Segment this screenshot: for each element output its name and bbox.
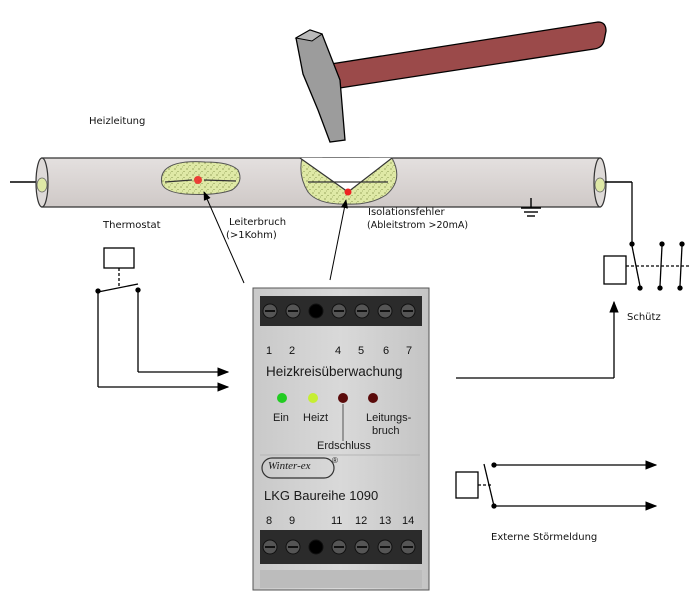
led-label-line-break-2: bruch [372, 425, 400, 437]
terminal-13: 13 [379, 515, 392, 527]
monitoring-device [252, 287, 430, 591]
contactor-label: Schütz [627, 312, 661, 323]
thermostat-symbol [95, 247, 230, 392]
ground-icon [521, 198, 541, 217]
insulation-fault-label: Isolationsfehler [368, 207, 445, 218]
terminal-4: 4 [335, 345, 342, 357]
alarm-relay-symbol [455, 460, 658, 511]
conductor-break-detail: (>1Kohm) [226, 230, 277, 241]
led-heating [308, 393, 318, 403]
device-model: LKG Baureihe 1090 [264, 488, 379, 503]
contactor-symbol [456, 182, 690, 379]
terminal-2: 2 [289, 345, 296, 357]
led-label-heating: Heizt [303, 412, 329, 424]
led-line-break [368, 393, 378, 403]
device-title: Heizkreisüberwachung [266, 364, 403, 379]
terminal-5: 5 [358, 345, 365, 357]
led-label-earth-fault: Erdschluss [317, 440, 371, 452]
conductor-break-dot [194, 176, 202, 184]
led-earth-fault [338, 393, 348, 403]
logo-text: Winter-ex [268, 460, 311, 472]
terminal-14: 14 [402, 515, 415, 527]
terminal-12: 12 [355, 515, 368, 527]
led-label-line-break: Leitungs- [366, 412, 412, 424]
terminal-8: 8 [266, 515, 273, 527]
logo-badge [261, 457, 335, 479]
logo-registered-mark: ® [332, 456, 338, 465]
terminal-7: 7 [406, 345, 413, 357]
insulation-fault-detail: (Ableitstrom >20mA) [367, 220, 469, 231]
conductor-break-label: Leiterbruch [229, 217, 287, 228]
external-alarm-label: Externe Störmeldung [491, 532, 598, 543]
led-power [277, 393, 287, 403]
insulation-fault-dot [344, 188, 352, 196]
terminal-6: 6 [383, 345, 390, 357]
hammer-icon [294, 21, 607, 143]
terminal-9: 9 [289, 515, 296, 527]
terminal-1: 1 [266, 345, 273, 357]
thermostat-label: Thermostat [103, 220, 161, 231]
heating-cable [10, 157, 632, 208]
led-label-power: Ein [273, 412, 289, 424]
terminal-11: 11 [331, 515, 343, 527]
heating-cable-label: Heizleitung [89, 116, 146, 127]
